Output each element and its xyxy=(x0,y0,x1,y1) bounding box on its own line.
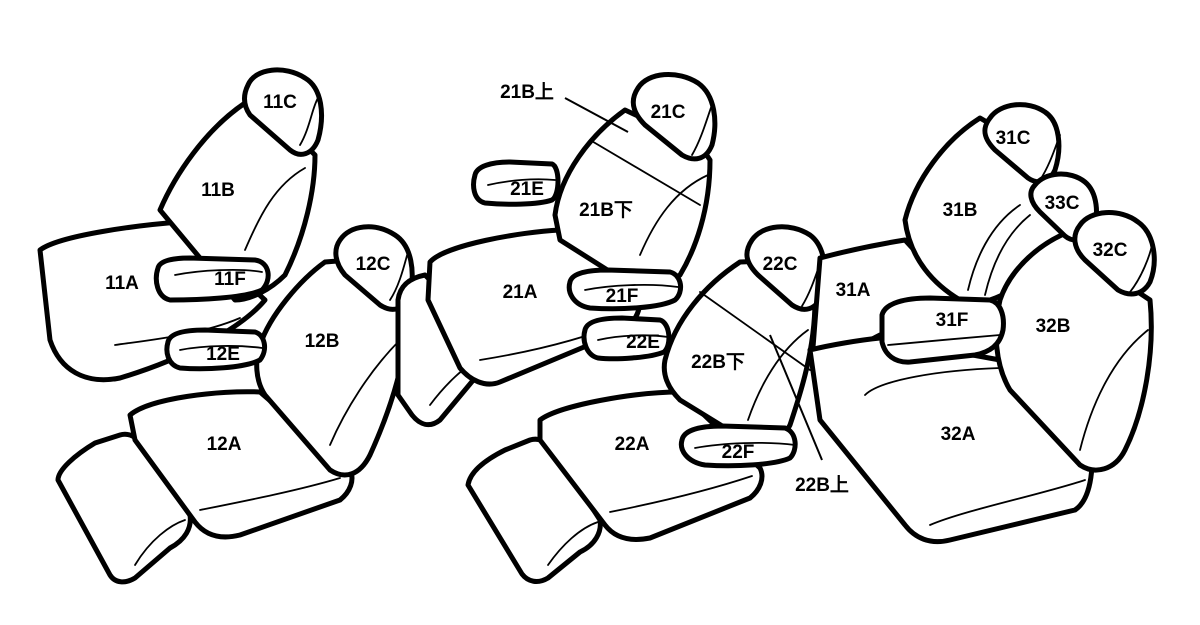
label-31C: 31C xyxy=(996,128,1031,149)
seat-11B-backrest xyxy=(157,100,318,303)
seat-12E-armrest xyxy=(164,327,268,372)
seat-22 xyxy=(465,224,828,584)
label-11F: 11F xyxy=(214,269,246,290)
seat-12 xyxy=(55,224,415,585)
seat-12B-backrest xyxy=(254,257,409,478)
seat-21B-upper-leader xyxy=(564,97,629,133)
label-31A: 31A xyxy=(836,280,871,301)
label-21B-lower: 21B下 xyxy=(579,200,633,221)
label-22A: 22A xyxy=(615,434,650,455)
seat-11C-headrest xyxy=(242,67,325,157)
seat-11 xyxy=(37,67,325,383)
seat-3x-bench xyxy=(807,102,1157,545)
seat-31C-headrest xyxy=(982,102,1062,185)
label-11A: 11A xyxy=(105,273,139,294)
label-11C: 11C xyxy=(263,92,297,113)
seat-22E-armrest xyxy=(581,315,672,362)
label-22C: 22C xyxy=(763,254,798,275)
label-32C: 32C xyxy=(1093,240,1128,261)
label-31F: 31F xyxy=(936,310,969,331)
label-32B: 32B xyxy=(1036,316,1071,337)
seat-21C-headrest xyxy=(630,71,718,162)
seat-11F-armrest xyxy=(153,255,271,303)
label-12B: 12B xyxy=(305,331,340,352)
label-31B: 31B xyxy=(943,200,978,221)
label-22E: 22E xyxy=(626,332,660,353)
seat-21F-armrest xyxy=(566,267,684,312)
label-11B: 11B xyxy=(201,180,235,201)
label-22B-upper: 22B上 xyxy=(795,474,849,496)
seat-22B-upper-leader xyxy=(769,334,823,461)
seat-22F-armrest xyxy=(678,423,798,469)
label-32A: 32A xyxy=(941,424,976,445)
label-22F: 22F xyxy=(722,442,755,463)
label-21E: 21E xyxy=(510,179,544,200)
seat-22B-backrest xyxy=(661,257,818,447)
label-21F: 21F xyxy=(606,286,639,307)
seat-21E-armrest xyxy=(471,159,561,207)
label-21C: 21C xyxy=(651,102,686,123)
label-21B-upper: 21B上 xyxy=(500,81,554,103)
label-33C: 33C xyxy=(1045,193,1080,214)
seat-31F-armrest xyxy=(879,295,1006,365)
seat-32B-backrest xyxy=(993,225,1154,473)
label-12E: 12E xyxy=(206,344,240,365)
part-labels: 11C 11B 11A 11F 12C 12B 12E 12A 21B上 21C… xyxy=(105,81,1128,496)
label-21A: 21A xyxy=(503,282,538,303)
seat-32C-headrest xyxy=(1072,210,1157,297)
label-22B-lower: 22B下 xyxy=(691,352,745,373)
label-12C: 12C xyxy=(356,254,391,275)
label-12A: 12A xyxy=(207,434,242,455)
